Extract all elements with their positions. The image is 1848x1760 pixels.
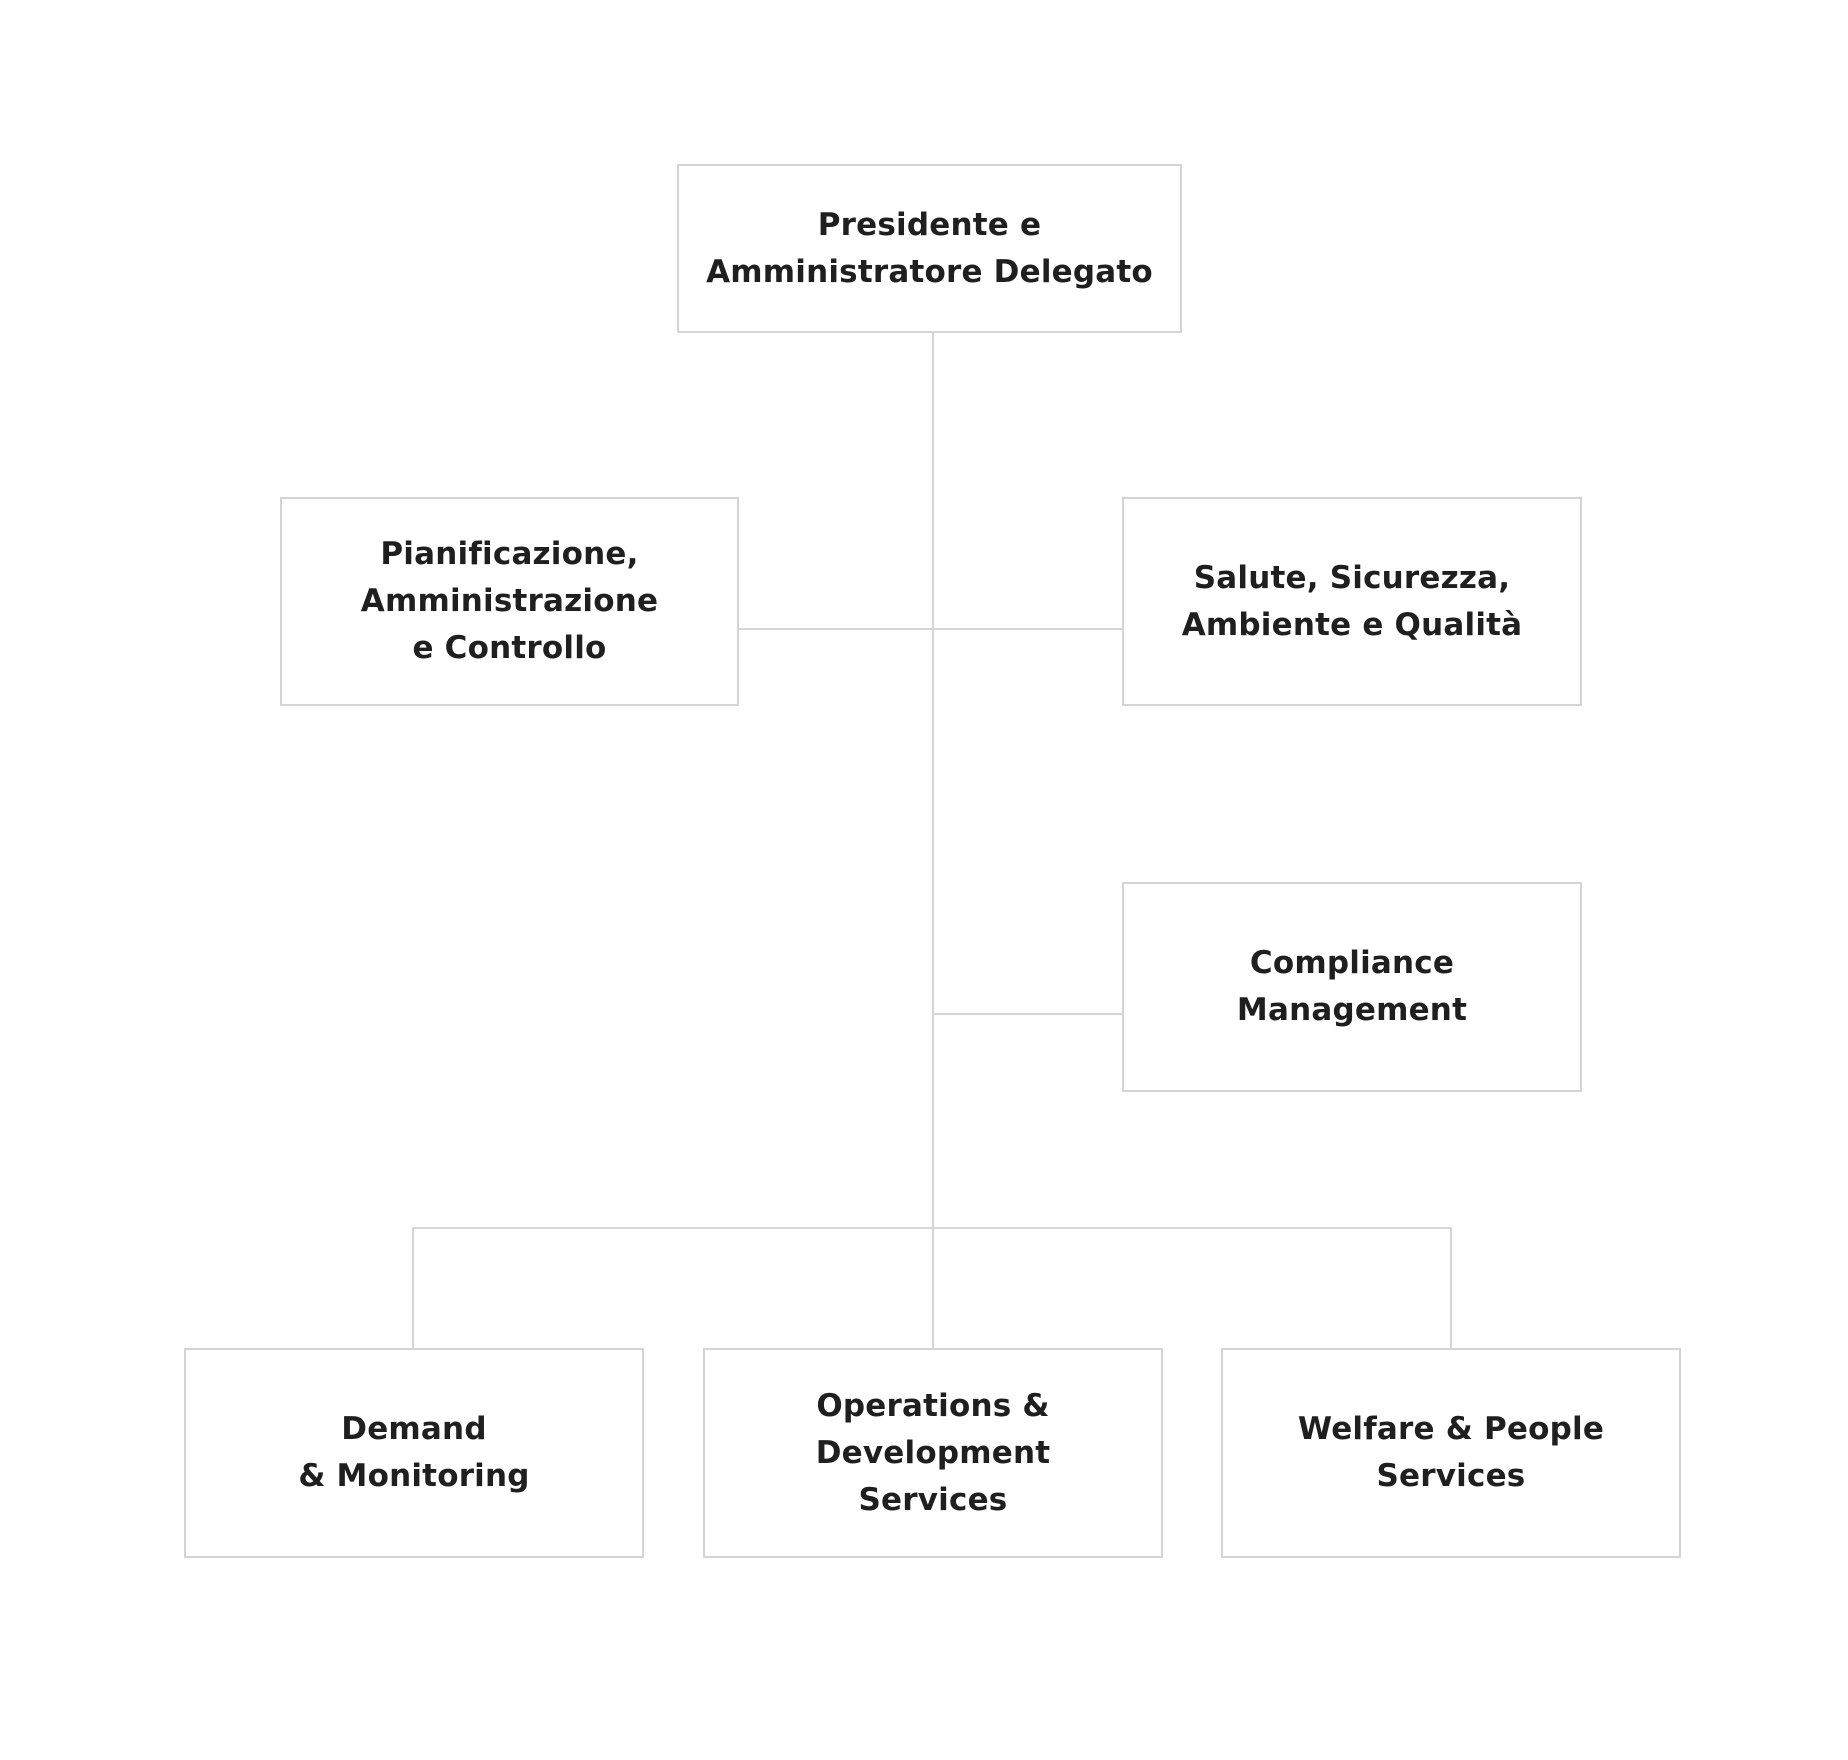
connector-compliance (933, 1013, 1123, 1015)
box-compliance-label: Compliance Management (1236, 945, 1468, 1028)
box-salute-sicurezza-label: Salute, Sicurezza, Ambiente e Qualità (1181, 559, 1523, 643)
box-pianificazione-label: Pianificazione, Amministrazione e Contro… (360, 536, 659, 666)
connector-division-right (1450, 1228, 1452, 1348)
connector-trunk (932, 333, 934, 1228)
connector-staff-right (933, 628, 1123, 630)
box-presidente: Presidente e Amministratore Delegato (677, 164, 1182, 333)
box-salute-sicurezza: Salute, Sicurezza, Ambiente e Qualità (1122, 497, 1582, 706)
box-welfare: Welfare & People Services (1221, 1348, 1681, 1558)
connector-division-center (932, 1228, 934, 1348)
connector-staff-left (738, 628, 933, 630)
box-operations-label: Operations & Development Services (815, 1387, 1051, 1518)
connector-division-left (412, 1228, 414, 1348)
box-compliance: Compliance Management (1122, 882, 1582, 1092)
box-welfare-label: Welfare & People Services (1297, 1411, 1605, 1494)
box-presidente-label: Presidente e Amministratore Delegato (706, 206, 1153, 290)
box-operations: Operations & Development Services (703, 1348, 1163, 1558)
box-demand: Demand & Monitoring (184, 1348, 644, 1558)
box-pianificazione: Pianificazione, Amministrazione e Contro… (280, 497, 739, 706)
box-demand-label: Demand & Monitoring (298, 1411, 530, 1494)
